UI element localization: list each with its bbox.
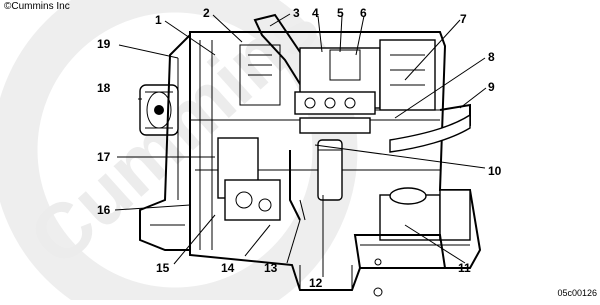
watermark: Cummins <box>0 0 358 305</box>
callout-11: 11 <box>458 261 471 275</box>
starter-motor <box>379 187 471 241</box>
side-components <box>217 137 306 221</box>
vibration-damper <box>139 84 179 136</box>
callout-12: 12 <box>309 276 323 290</box>
oil-filter <box>317 139 343 201</box>
callout-13: 13 <box>264 261 278 275</box>
callout-14: 14 <box>221 261 235 275</box>
coolant-pipe <box>389 103 471 153</box>
callout-15: 15 <box>156 261 170 275</box>
callout-9: 9 <box>488 80 495 94</box>
copyright-notice: ©Cummins Inc <box>4 1 70 12</box>
callout-10: 10 <box>488 164 502 178</box>
oil-pan <box>353 234 447 269</box>
callout-19: 19 <box>97 37 111 51</box>
callout-8: 8 <box>488 50 495 64</box>
callout-6: 6 <box>360 6 367 20</box>
callout-18: 18 <box>97 81 111 95</box>
callouts: 1 2 3 4 5 6 7 8 9 10 11 12 13 14 15 16 1… <box>97 6 502 290</box>
callout-2: 2 <box>203 6 210 20</box>
callout-17: 17 <box>97 150 111 164</box>
callout-3: 3 <box>293 6 300 20</box>
callout-16: 16 <box>97 203 111 217</box>
callout-5: 5 <box>337 6 344 20</box>
figure-code: 05c00126 <box>557 288 597 298</box>
front-cover <box>139 32 191 251</box>
fuel-system <box>294 39 436 134</box>
engine-block <box>189 31 482 297</box>
callout-7: 7 <box>460 12 467 26</box>
callout-1: 1 <box>155 13 162 27</box>
callout-4: 4 <box>312 6 319 20</box>
leader-lines <box>114 13 487 277</box>
